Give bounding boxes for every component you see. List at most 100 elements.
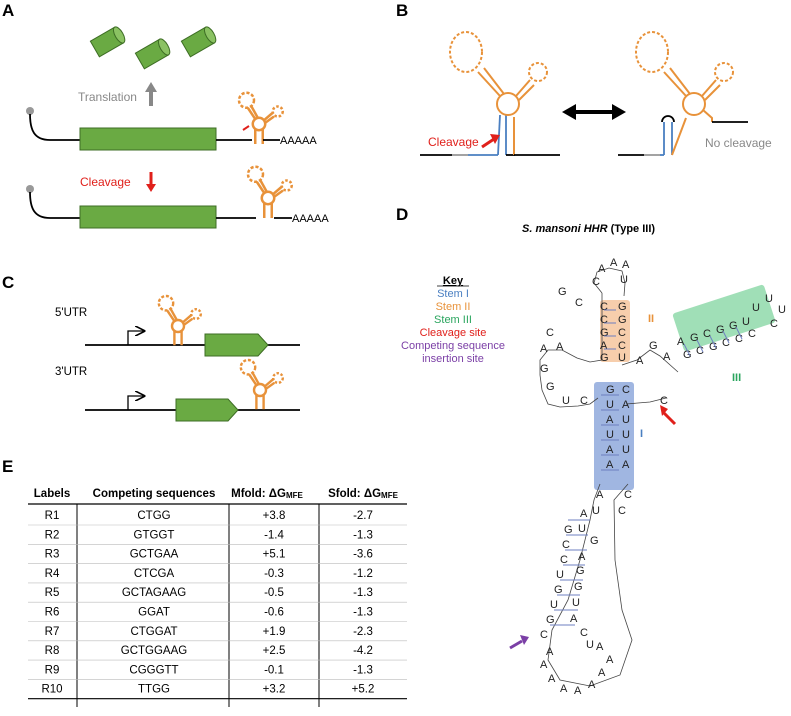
nucleotide: U xyxy=(752,302,760,314)
nucleotide: G xyxy=(554,584,563,596)
nucleotide: U xyxy=(556,569,564,581)
competing-sequence-table: Labels Competing sequences Mfold: ΔGMFE … xyxy=(28,488,407,707)
nucleotide: U xyxy=(618,352,626,364)
cleavage-site-arrow xyxy=(662,411,677,426)
table-cell: -1.3 xyxy=(353,587,373,599)
table-cell: -4.2 xyxy=(353,645,373,657)
table-cell: R5 xyxy=(45,587,60,599)
nucleotide: G xyxy=(600,352,609,364)
cleavage-arrow-b xyxy=(481,137,495,149)
table-cell: R10 xyxy=(41,684,62,696)
nucleotide: C xyxy=(600,314,608,326)
table-cell: CTCGA xyxy=(134,568,175,580)
nucleotide: C xyxy=(748,328,756,340)
table-cell: -1.3 xyxy=(353,607,373,619)
table-cell: R6 xyxy=(45,607,60,619)
nucleotide: A xyxy=(596,489,604,501)
no-cleavage-label: No cleavage xyxy=(705,136,772,150)
nucleotide: C xyxy=(600,301,608,313)
nucleotide: G xyxy=(716,324,725,336)
nucleotide: A xyxy=(677,336,685,348)
table-cell: GGAT xyxy=(138,607,170,619)
base-pair-dashes xyxy=(550,309,619,626)
rna-backbone xyxy=(539,267,679,687)
polya-tail-2: AAAAA xyxy=(292,213,329,225)
nucleotide: C xyxy=(540,629,548,641)
nucleotide: G xyxy=(690,332,699,344)
table-cell: R9 xyxy=(45,664,60,676)
nucleotide: A xyxy=(636,355,644,367)
table-header-labels: Labels xyxy=(34,488,70,500)
panel-letter-e: E xyxy=(2,457,13,476)
table-cell: -1.2 xyxy=(353,568,373,580)
table-cell: R8 xyxy=(45,645,60,657)
table-cell: CTGGAT xyxy=(130,626,177,638)
nucleotide: A xyxy=(606,459,614,471)
nucleotide: G xyxy=(558,286,567,298)
nucleotide: G xyxy=(574,581,583,593)
construct-3utr xyxy=(85,358,300,422)
table-cell: +5.2 xyxy=(352,684,375,696)
table-cell: R3 xyxy=(45,549,60,561)
stem3-box xyxy=(672,284,776,352)
table-cell: GCTGAA xyxy=(130,549,179,561)
nucleotide: A xyxy=(606,654,614,666)
nucleotide: A xyxy=(598,667,606,679)
nucleotide: A xyxy=(610,257,618,269)
translation-label: Translation xyxy=(78,90,137,104)
nucleotide: C xyxy=(703,328,711,340)
nucleotide: G xyxy=(590,535,599,547)
table-cell: -1.3 xyxy=(353,664,373,676)
table-cell: +1.9 xyxy=(263,626,286,638)
table-cell: GCTAGAAG xyxy=(122,587,186,599)
nucleotide: U xyxy=(606,399,614,411)
table-cell: -2.7 xyxy=(353,510,373,522)
key-cleavage: Cleavage site xyxy=(420,327,487,339)
nucleotide: C xyxy=(622,384,630,396)
nucleotide: A xyxy=(622,459,630,471)
nucleotide: U xyxy=(742,316,750,328)
construct-5utr xyxy=(85,294,300,357)
nucleotide: G xyxy=(606,384,615,396)
nucleotide: U xyxy=(592,505,600,517)
stem1-label: I xyxy=(640,428,643,440)
cleavage-label-b: Cleavage xyxy=(428,135,479,149)
table-cell: +2.5 xyxy=(263,645,286,657)
nucleotide: C xyxy=(592,276,600,288)
stem3-pair-dashes xyxy=(683,326,743,357)
table-header-sequences: Competing sequences xyxy=(93,488,216,500)
table-cell: -0.3 xyxy=(264,568,284,580)
panel-letter-a: A xyxy=(2,1,14,20)
nucleotide: U xyxy=(562,395,570,407)
key-stem1: Stem I xyxy=(437,288,469,300)
nucleotide: C xyxy=(560,554,568,566)
nucleotide: U xyxy=(572,597,580,609)
nucleotide: C xyxy=(696,345,704,357)
utr3-label: 3'UTR xyxy=(55,366,87,378)
mrna-cleaved: AAAAA xyxy=(26,165,329,229)
table-cell: R7 xyxy=(45,626,60,638)
cleavage-label-a: Cleavage xyxy=(80,175,131,189)
ribozyme-inactive xyxy=(618,31,748,156)
utr5-label: 5'UTR xyxy=(55,307,87,319)
table-cell: CGGGTT xyxy=(129,664,178,676)
nucleotide: A xyxy=(622,259,630,271)
stem2-label: II xyxy=(648,313,654,325)
nucleotide: A xyxy=(663,351,671,363)
nucleotide: U xyxy=(622,414,630,426)
stem3-label: III xyxy=(732,372,741,384)
nucleotide: C xyxy=(618,340,626,352)
table-cell: +5.1 xyxy=(263,549,286,561)
nucleotide: A xyxy=(540,659,548,671)
table-cell: -2.3 xyxy=(353,626,373,638)
nucleotide: A xyxy=(596,641,604,653)
nucleotide: C xyxy=(546,327,554,339)
nucleotide: C xyxy=(624,489,632,501)
nucleotide: A xyxy=(588,679,596,691)
hhr-title: S. mansoni HHR (Type III) xyxy=(522,223,655,235)
nucleotide: U xyxy=(550,599,558,611)
table-cell: R1 xyxy=(45,510,60,522)
nucleotide: C xyxy=(562,539,570,551)
nucleotide: U xyxy=(778,304,786,316)
